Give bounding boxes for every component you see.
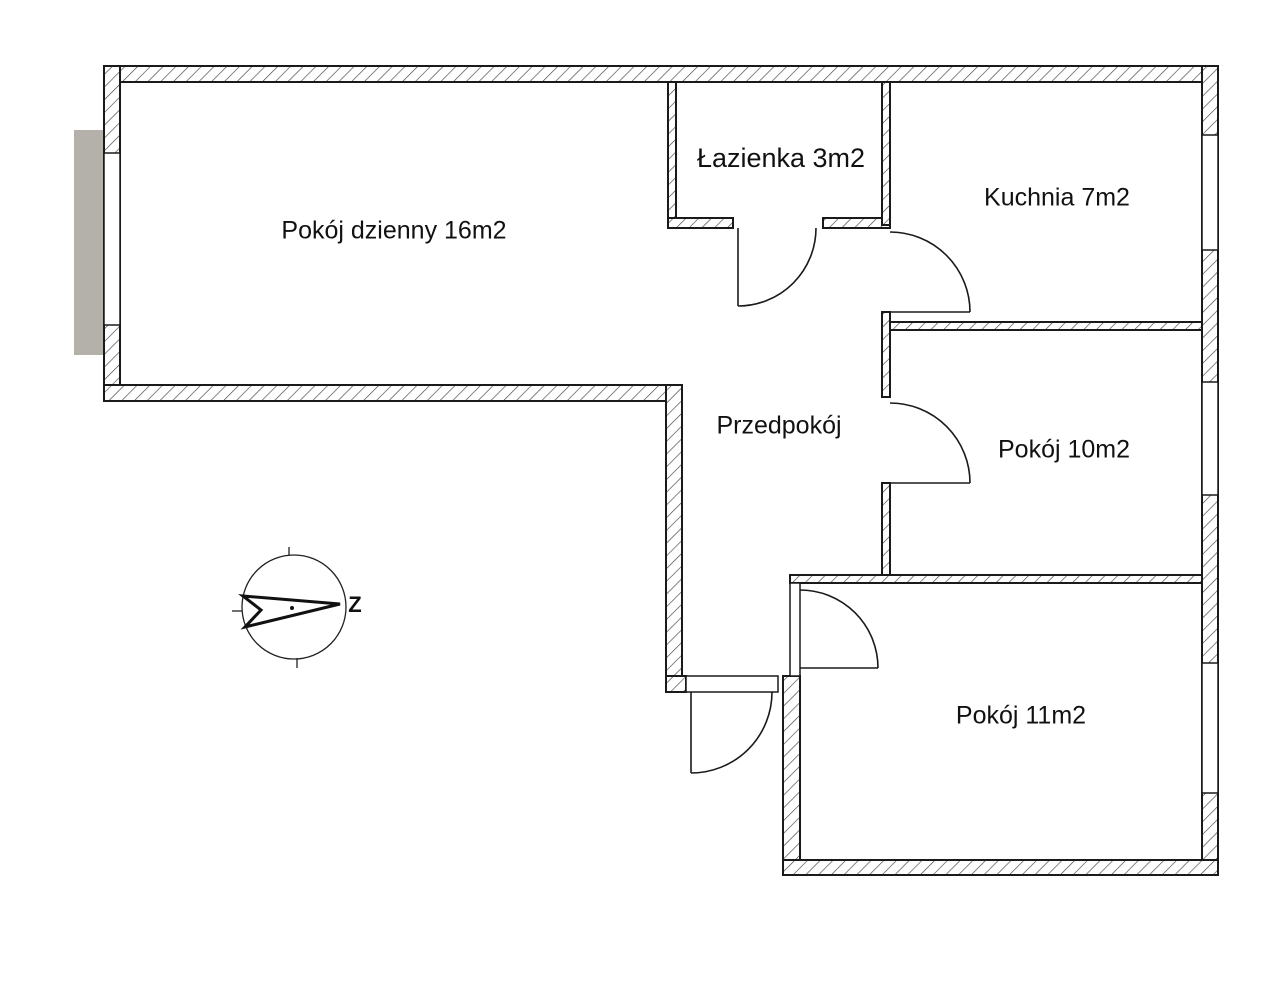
room10-door bbox=[889, 402, 971, 484]
bathroom-door bbox=[737, 227, 817, 307]
room-label-room10: Pokój 10m2 bbox=[998, 436, 1130, 464]
room-label-living: Pokój dzienny 16m2 bbox=[281, 217, 506, 245]
room11-door bbox=[799, 589, 879, 669]
balcony bbox=[74, 130, 104, 355]
room-label-bathroom: Łazienka 3m2 bbox=[697, 143, 865, 173]
room-label-room11: Pokój 11m2 bbox=[956, 702, 1086, 730]
kitchen-door bbox=[889, 231, 971, 313]
windows bbox=[103, 134, 1219, 794]
compass-label: Z bbox=[348, 592, 361, 617]
entrance-door bbox=[690, 691, 773, 774]
room-label-hall: Przedpokój bbox=[716, 412, 841, 440]
doors bbox=[690, 227, 971, 774]
room-label-kitchen: Kuchnia 7m2 bbox=[984, 184, 1130, 212]
compass-icon: Z bbox=[232, 547, 362, 668]
